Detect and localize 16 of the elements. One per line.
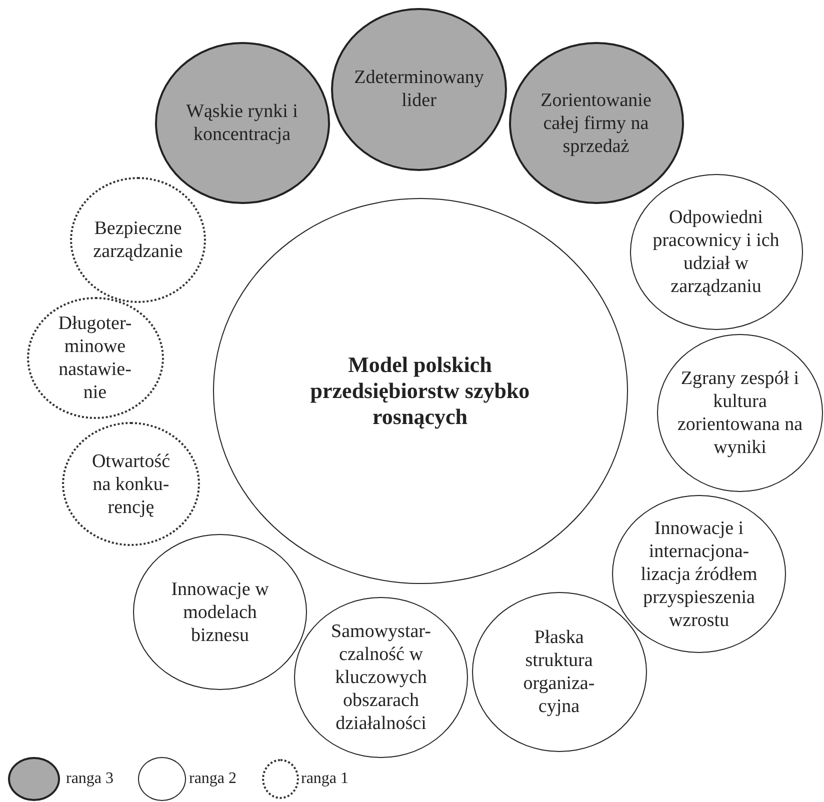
circle-label: Długoter- minowe nastawie- nie: [57, 312, 133, 404]
circle-label: Innowacje i internacjona- lizacja źródłem przyspieszenia wzrostu: [640, 516, 758, 632]
circle-label: Innowacje w modelach biznesu: [170, 578, 270, 646]
circle-label: Bezpieczne zarządzanie: [92, 217, 184, 263]
circle-label: Zdeterminowany lider: [353, 66, 485, 112]
circle-label: Otwartość na konku- rencję: [90, 450, 172, 518]
circle-label: Odpowiedni pracownicy i ich udział w zarządzaniu: [652, 206, 780, 298]
circle-label: Zgrany zespół i kultura zorientowana na wyniki: [676, 367, 804, 459]
circle-label: Płaska struktura organiza- cyjna: [522, 626, 596, 718]
circle-label: Wąskie rynki i koncentracja: [185, 100, 299, 146]
legend-label: ranga 1: [301, 769, 349, 789]
circle-label: Zorientowanie całej firmy na sprzedaż: [540, 88, 652, 158]
circle-label: Samowystar- czalność w kluczowych obszarach działalności: [330, 620, 432, 734]
title-label: Model polskich przedsiębiorstw szybko rosnących: [310, 352, 530, 430]
legend-label: ranga 3: [66, 769, 114, 789]
legend-label: ranga 2: [189, 769, 237, 789]
